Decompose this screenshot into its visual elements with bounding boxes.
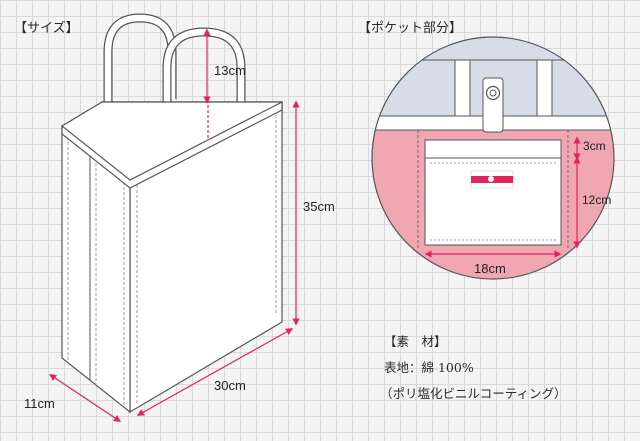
dim-bag-width: 30cm: [214, 378, 246, 393]
dim-bag-height: 35cm: [303, 199, 335, 214]
dim-bag-depth: 11cm: [24, 396, 55, 411]
dim-handle-height: 13cm: [214, 63, 246, 78]
bag-rim: [61, 101, 283, 189]
material-line-1: 表地：綿 100%: [384, 360, 474, 375]
dim-pocket-top: 3cm: [583, 139, 606, 153]
pocket-detail-circle: [372, 37, 614, 279]
material-line-2: （ポリ塩化ビニルコーティング）: [380, 386, 567, 401]
back-handle: [103, 13, 177, 102]
material-heading: 【素 材】: [384, 334, 447, 349]
bag-dimension-arrows: [49, 28, 300, 422]
circle-outline: [371, 36, 615, 280]
pocket-heading: 【ポケット部分】: [358, 21, 463, 36]
dim-pocket-width: 18cm: [474, 261, 506, 276]
dim-pocket-height: 12cm: [582, 193, 612, 207]
pocket: [424, 139, 562, 246]
size-heading: 【サイズ】: [14, 21, 79, 36]
logo-label: [470, 170, 514, 189]
pocket-dimension-arrows: [424, 136, 581, 258]
